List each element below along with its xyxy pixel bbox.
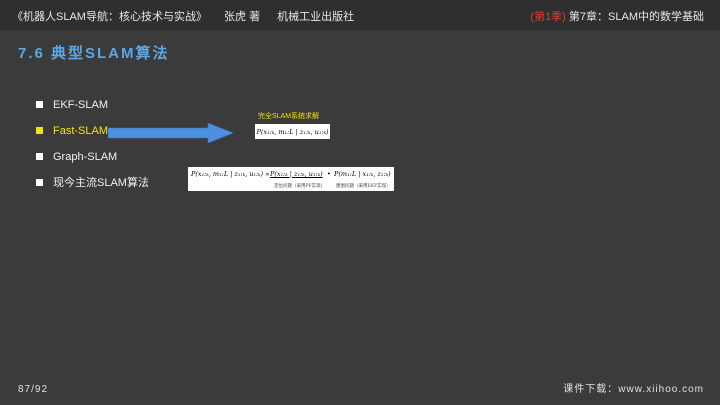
header-left: 《机器人SLAM导航：核心技术与实战》 张虎 著 机械工业出版社 bbox=[12, 8, 368, 24]
localization-note: 定位问题（采用PF实现） bbox=[274, 184, 326, 189]
book-publisher: 机械工业出版社 bbox=[277, 11, 355, 23]
book-title: 《机器人SLAM导航：核心技术与实战》 bbox=[12, 11, 207, 23]
formula-dot: • bbox=[327, 170, 331, 178]
mapping-note: 建图问题（采用EKF实现） bbox=[336, 184, 391, 189]
bullet-icon bbox=[36, 101, 43, 108]
list-item-label: Fast-SLAM bbox=[53, 125, 109, 137]
list-item-label: Graph-SLAM bbox=[53, 151, 118, 163]
bullet-icon bbox=[36, 179, 43, 186]
formula-term-mapping: P(m₁:L | x₁:ₖ, z₁:ₖ) bbox=[334, 170, 391, 178]
list-item-ekf-slam: EKF-SLAM bbox=[36, 98, 149, 124]
page-number: 87/92 bbox=[18, 384, 49, 395]
algorithm-list: EKF-SLAM Fast-SLAM Graph-SLAM 现今主流SLAM算法 bbox=[36, 98, 149, 202]
list-item-graph-slam: Graph-SLAM bbox=[36, 150, 149, 176]
season-label: (第1季) bbox=[530, 11, 566, 23]
formula-lhs: P(x₁:ₖ, m₁:L | z₁:ₖ, u₁:ₖ) ∝ bbox=[191, 170, 270, 178]
book-author: 张虎 著 bbox=[224, 11, 261, 23]
bullet-icon bbox=[36, 127, 43, 134]
bullet-icon bbox=[36, 153, 43, 160]
callout-caption: 完全SLAM系统求解 bbox=[258, 113, 320, 120]
full-slam-formula: P(x₁:ₖ, m₁:L | z₁:ₖ, u₁:ₖ) bbox=[255, 124, 330, 139]
right-arrow-icon bbox=[108, 123, 233, 143]
list-item-label: EKF-SLAM bbox=[53, 99, 109, 111]
chapter-label: 第7章：SLAM中的数学基础 bbox=[568, 11, 704, 23]
list-item-fast-slam: Fast-SLAM bbox=[36, 124, 149, 150]
factorization-formula: P(x₁:ₖ, m₁:L | z₁:ₖ, u₁:ₖ) ∝ P(x₁:ₖ | z₁… bbox=[188, 167, 394, 191]
section-title: 7.6 典型SLAM算法 bbox=[18, 45, 170, 62]
list-item-mainstream-slam: 现今主流SLAM算法 bbox=[36, 176, 149, 202]
list-item-label: 现今主流SLAM算法 bbox=[53, 177, 149, 189]
formula-term-localization: P(x₁:ₖ | z₁:ₖ, u₁:ₖ) bbox=[270, 170, 323, 178]
header-bar: 《机器人SLAM导航：核心技术与实战》 张虎 著 机械工业出版社 (第1季) 第… bbox=[0, 0, 720, 30]
header-right: (第1季) 第7章：SLAM中的数学基础 bbox=[530, 8, 704, 24]
download-link[interactable]: 课件下载：www.xiihoo.com bbox=[563, 384, 704, 395]
